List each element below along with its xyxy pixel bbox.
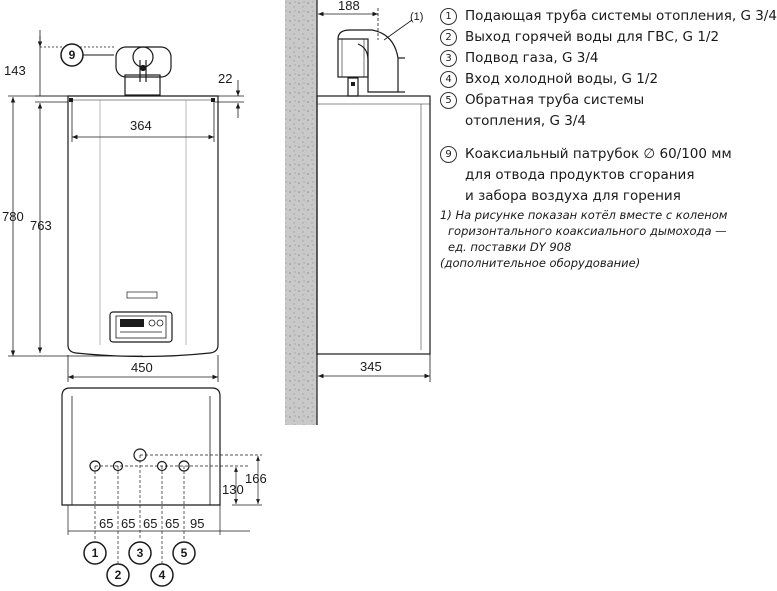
callout-9: 9	[60, 43, 114, 67]
footnote: 1) На рисунке показан котёл вместе с кол…	[440, 207, 760, 271]
legend-text-9-line2: для отвода продуктов сгорания	[465, 167, 695, 183]
footnote-line-1: 1) На рисунке показан котёл вместе с кол…	[440, 208, 728, 222]
callout-1: 1	[92, 546, 99, 560]
footnote-marker: (1)	[410, 11, 423, 23]
legend-text-9: Коаксиальный патрубок ∅ 60/100 мм	[465, 146, 732, 162]
flue-adapter	[115, 46, 172, 96]
dim-143: 143	[4, 63, 26, 78]
control-panel	[109, 311, 173, 343]
dim-780: 780	[2, 209, 24, 224]
boiler-bottom-body	[61, 387, 221, 506]
legend-item-3: 3 Подвод газа, G 3/4	[440, 48, 760, 69]
dim-166: 166	[245, 471, 267, 486]
legend-item-2: 2 Выход горячей воды для ГВС, G 1/2	[440, 27, 760, 48]
legend-item-1: 1 Подающая труба системы отопления, G 3/…	[440, 6, 777, 27]
dim-spacing-3: 65	[143, 516, 157, 531]
boiler-side-body	[316, 95, 431, 355]
legend-num-4: 4	[440, 71, 457, 88]
legend-text-5-cont: отопления, G 3/4	[465, 113, 586, 129]
callout-3: 3	[137, 546, 144, 560]
bottom-dimension-lines	[67, 454, 262, 563]
brand-plate	[126, 291, 158, 299]
footnote-line-4: (дополнительное оборудование)	[440, 256, 641, 270]
callout-2: 2	[115, 568, 122, 582]
legend-num-9: 9	[440, 146, 457, 163]
dim-763: 763	[30, 218, 52, 233]
front-dimension-lines	[8, 30, 244, 382]
callout-5: 5	[181, 546, 188, 560]
dim-22: 22	[218, 71, 232, 86]
legend-num-1: 1	[440, 8, 457, 25]
dim-spacing-1: 65	[99, 516, 113, 531]
side-view	[316, 29, 431, 355]
legend-item-5: 5 Обратная труба системы	[440, 90, 760, 111]
connection-callouts: 1 2 3 4 5	[83, 541, 196, 587]
wall	[285, 0, 317, 425]
front-view	[67, 46, 219, 358]
dim-130: 130	[222, 482, 244, 497]
legend: 1 Подающая труба системы отопления, G 3/…	[440, 6, 777, 271]
legend-num-5: 5	[440, 92, 457, 109]
dim-188: 188	[338, 0, 360, 13]
footnote-line-2: горизонтального коаксиального дымохода —	[448, 224, 727, 238]
legend-text-2: Выход горячей воды для ГВС, G 1/2	[465, 29, 720, 45]
dim-345: 345	[360, 359, 382, 374]
boiler-front-body	[67, 95, 219, 358]
legend-text-9-line3: и забора воздуха для горения	[465, 188, 681, 204]
callout-9-label: 9	[69, 48, 76, 62]
bottom-view	[61, 387, 221, 506]
legend-text-5: Обратная труба системы	[465, 92, 645, 108]
legend-num-2: 2	[440, 29, 457, 46]
dim-364: 364	[130, 118, 152, 133]
dim-spacing-5: 95	[190, 516, 204, 531]
footnote-line-3: ед. поставки DY 908	[448, 240, 572, 254]
legend-text-1: Подающая труба системы отопления, G 3/4	[465, 8, 777, 24]
legend-item-4: 4 Вход холодной воды, G 1/2	[440, 69, 760, 90]
legend-item-9: 9 Коаксиальный патрубок ∅ 60/100 мм	[440, 144, 760, 165]
coaxial-elbow	[337, 29, 405, 97]
legend-num-3: 3	[440, 50, 457, 67]
legend-text-3: Подвод газа, G 3/4	[465, 50, 599, 66]
dim-spacing-4: 65	[165, 516, 179, 531]
dim-450: 450	[131, 360, 153, 375]
legend-text-4: Вход холодной воды, G 1/2	[465, 71, 659, 87]
dim-spacing-2: 65	[121, 516, 135, 531]
callout-4: 4	[159, 568, 166, 582]
side-dimension-lines	[318, 8, 431, 382]
